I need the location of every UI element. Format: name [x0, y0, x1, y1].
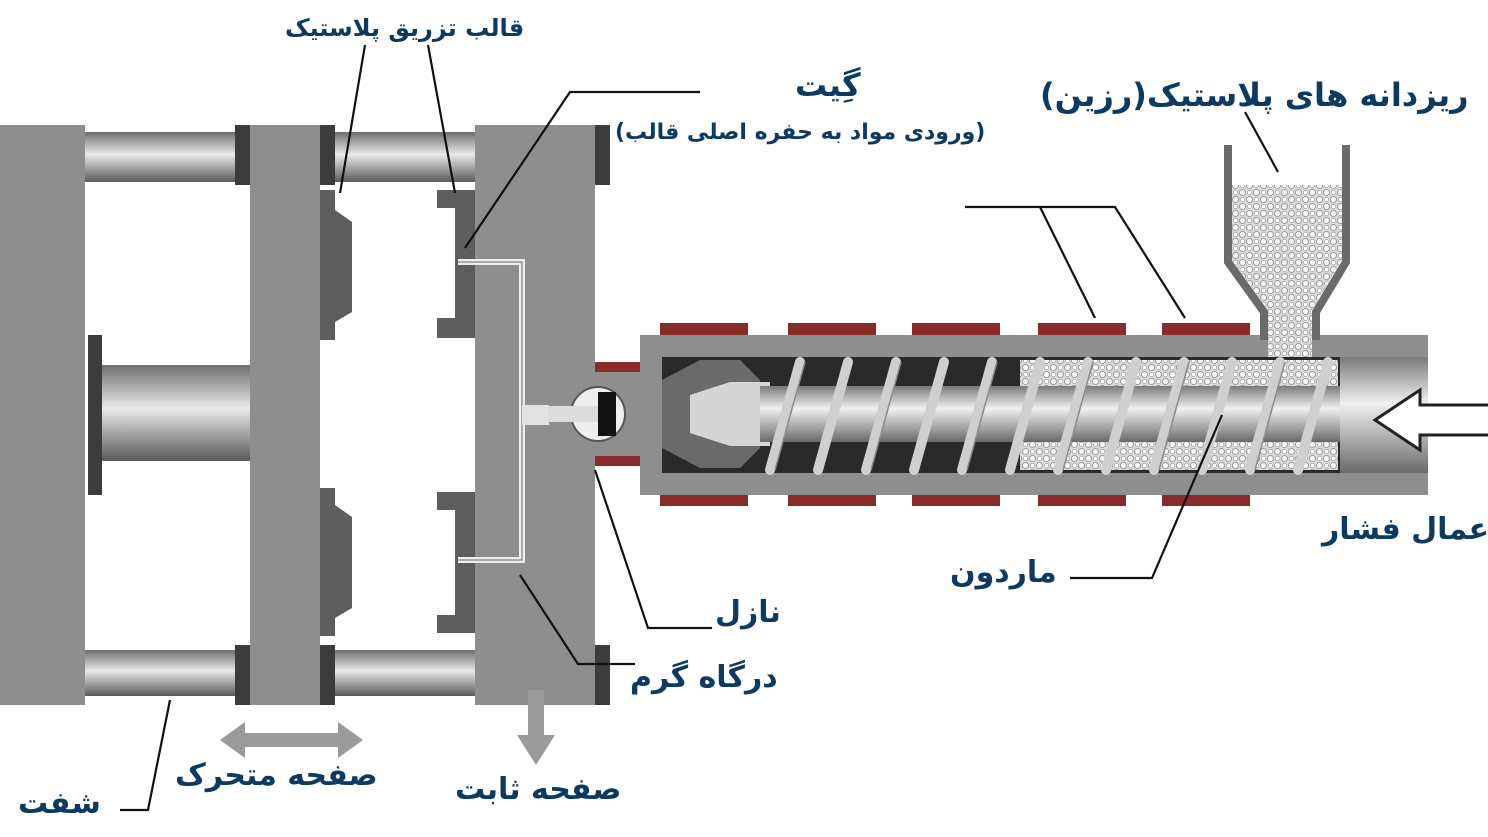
screw-shaft — [760, 386, 1340, 442]
fixed-plate-arrow — [517, 690, 555, 765]
nozzle-label: نازل — [715, 595, 781, 630]
moving-direction-arrow — [220, 722, 363, 758]
gate-subtitle-label: (ورودی مواد به حفره اصلی قالب) — [615, 120, 986, 145]
screw-label: ماردون — [950, 555, 1057, 590]
clamp-cylinder-rod — [95, 365, 255, 461]
pressure-label: عمال فشار — [1322, 512, 1488, 547]
hopper — [1224, 145, 1350, 357]
resin-label: ریزدانه های پلاستیک(رزین) — [1040, 76, 1469, 114]
pressure-arrow — [1372, 387, 1488, 453]
rear-plate — [0, 125, 85, 705]
moving-plate — [235, 125, 352, 705]
hot-runner-label: درگاه گرم — [630, 660, 778, 695]
mold-label: قالب تزریق پلاستیک — [285, 14, 525, 42]
leader-lines — [120, 44, 1279, 812]
fixed-plate-label: صفحه ثابت — [455, 772, 622, 807]
moving-plate-label: صفحه متحرک — [175, 758, 378, 793]
gate-title-label: گِیت — [795, 66, 861, 104]
shaft-label: شفت — [18, 786, 101, 821]
screw-flights — [765, 357, 1333, 475]
